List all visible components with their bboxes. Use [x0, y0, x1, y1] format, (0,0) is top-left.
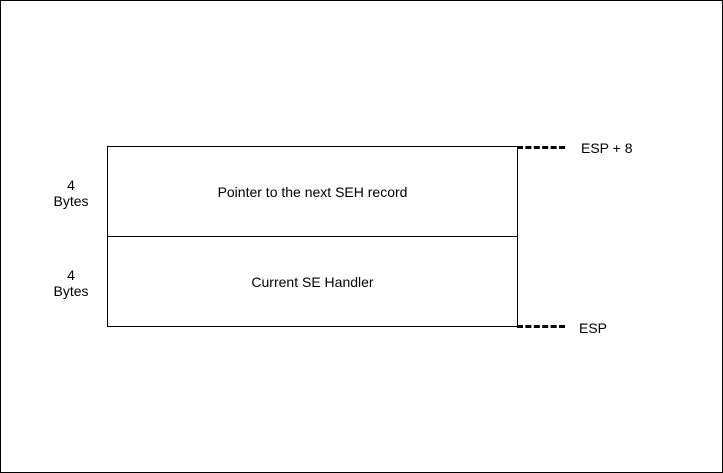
- seh-record-next-pointer: Pointer to the next SEH record: [107, 146, 518, 237]
- pointer-marker-top: [517, 146, 565, 149]
- seh-record-handler: Current SE Handler: [107, 236, 518, 327]
- record-size-unit: Bytes: [53, 283, 89, 299]
- record-label: Current SE Handler: [251, 273, 374, 290]
- record-size-value: 4: [67, 177, 75, 193]
- record-size-value: 4: [67, 267, 75, 283]
- pointer-label-bottom: ESP: [579, 320, 608, 336]
- record-label: Pointer to the next SEH record: [217, 183, 408, 200]
- pointer-label-top: ESP + 8: [581, 140, 633, 156]
- record-size-label-top: 4 Bytes: [41, 177, 101, 209]
- pointer-marker-bottom: [517, 325, 565, 328]
- record-size-label-bottom: 4 Bytes: [41, 267, 101, 299]
- record-size-unit: Bytes: [53, 193, 89, 209]
